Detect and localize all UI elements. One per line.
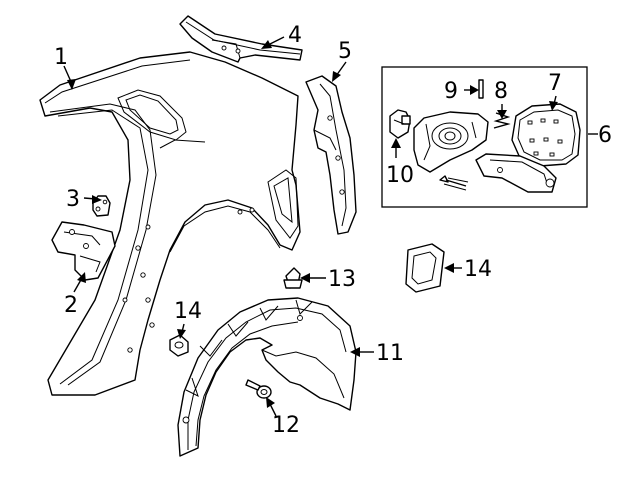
callout-13: 13 [328,267,356,292]
callout-11: 11 [376,341,404,366]
spring [493,112,511,129]
callout-7: 7 [548,71,562,96]
quarter-panel [39,51,301,396]
push-clip [283,267,303,289]
lower-bracket [51,221,116,281]
fuel-door-hinge [475,153,557,193]
callout-6: 6 [598,123,612,148]
callout-14-left: 14 [174,299,202,324]
callout-4: 4 [288,23,302,48]
liner-screw [245,379,272,399]
fuel-door-housing [413,111,489,173]
callout-3: 3 [66,187,80,212]
vertical-bracket [305,75,357,235]
callout-9: 9 [444,79,458,104]
callout-12: 12 [272,413,300,438]
callout-14-right: 14 [464,257,492,282]
wheelhouse-liner [177,297,357,457]
fuel-door-assembly-box [381,66,588,208]
callout-labels: 1 2 3 4 5 6 7 8 9 10 11 12 13 14 14 [54,23,612,438]
callout-2: 2 [64,293,78,318]
upper-rail [179,15,303,63]
callout-8: 8 [494,79,508,104]
callout-1: 1 [54,45,68,70]
cap-left [169,334,189,357]
callout-10: 10 [386,163,414,188]
callout-5: 5 [338,39,352,64]
door-actuator [389,109,411,139]
leader-lines [63,36,598,417]
housing-screw [439,175,469,191]
pin [478,79,484,99]
seal-right [405,243,445,293]
